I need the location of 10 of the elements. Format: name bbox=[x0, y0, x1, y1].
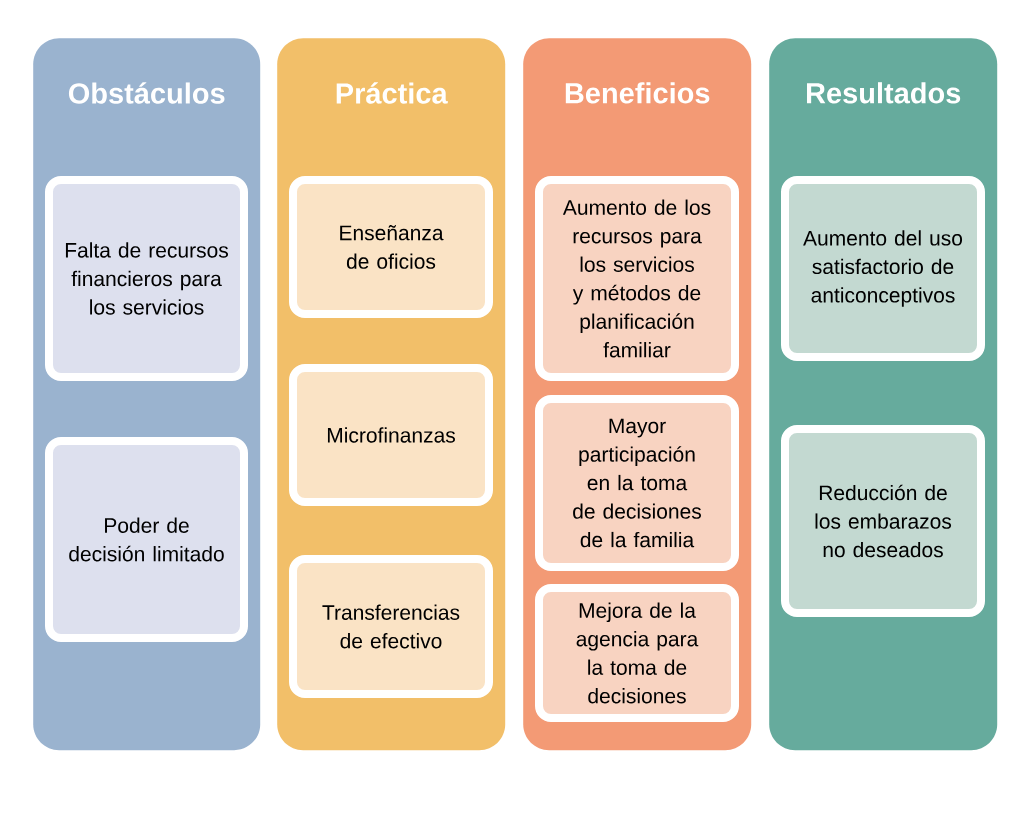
text-box: Reducción de los embarazos no deseados bbox=[781, 425, 985, 617]
text-box: Aumento de los recursos para los servicios y métodos de planificación familiar bbox=[535, 176, 739, 381]
text-box: Falta de recursos financieros para los servicios bbox=[45, 176, 248, 381]
text-box: Microfinanzas bbox=[289, 364, 493, 506]
text-box: Enseñanza de oficios bbox=[289, 176, 493, 318]
text-box: Poder de decisión limitado bbox=[45, 437, 248, 642]
text-box: Transferencias de efectivo bbox=[289, 555, 493, 698]
text-box: Aumento del uso satisfactorio de anticonceptivos bbox=[781, 176, 985, 361]
text-box: Mayor participación en la toma de decisiones de la familia bbox=[535, 395, 739, 571]
text-box: Mejora de la agencia para la toma de decisiones bbox=[535, 584, 739, 722]
